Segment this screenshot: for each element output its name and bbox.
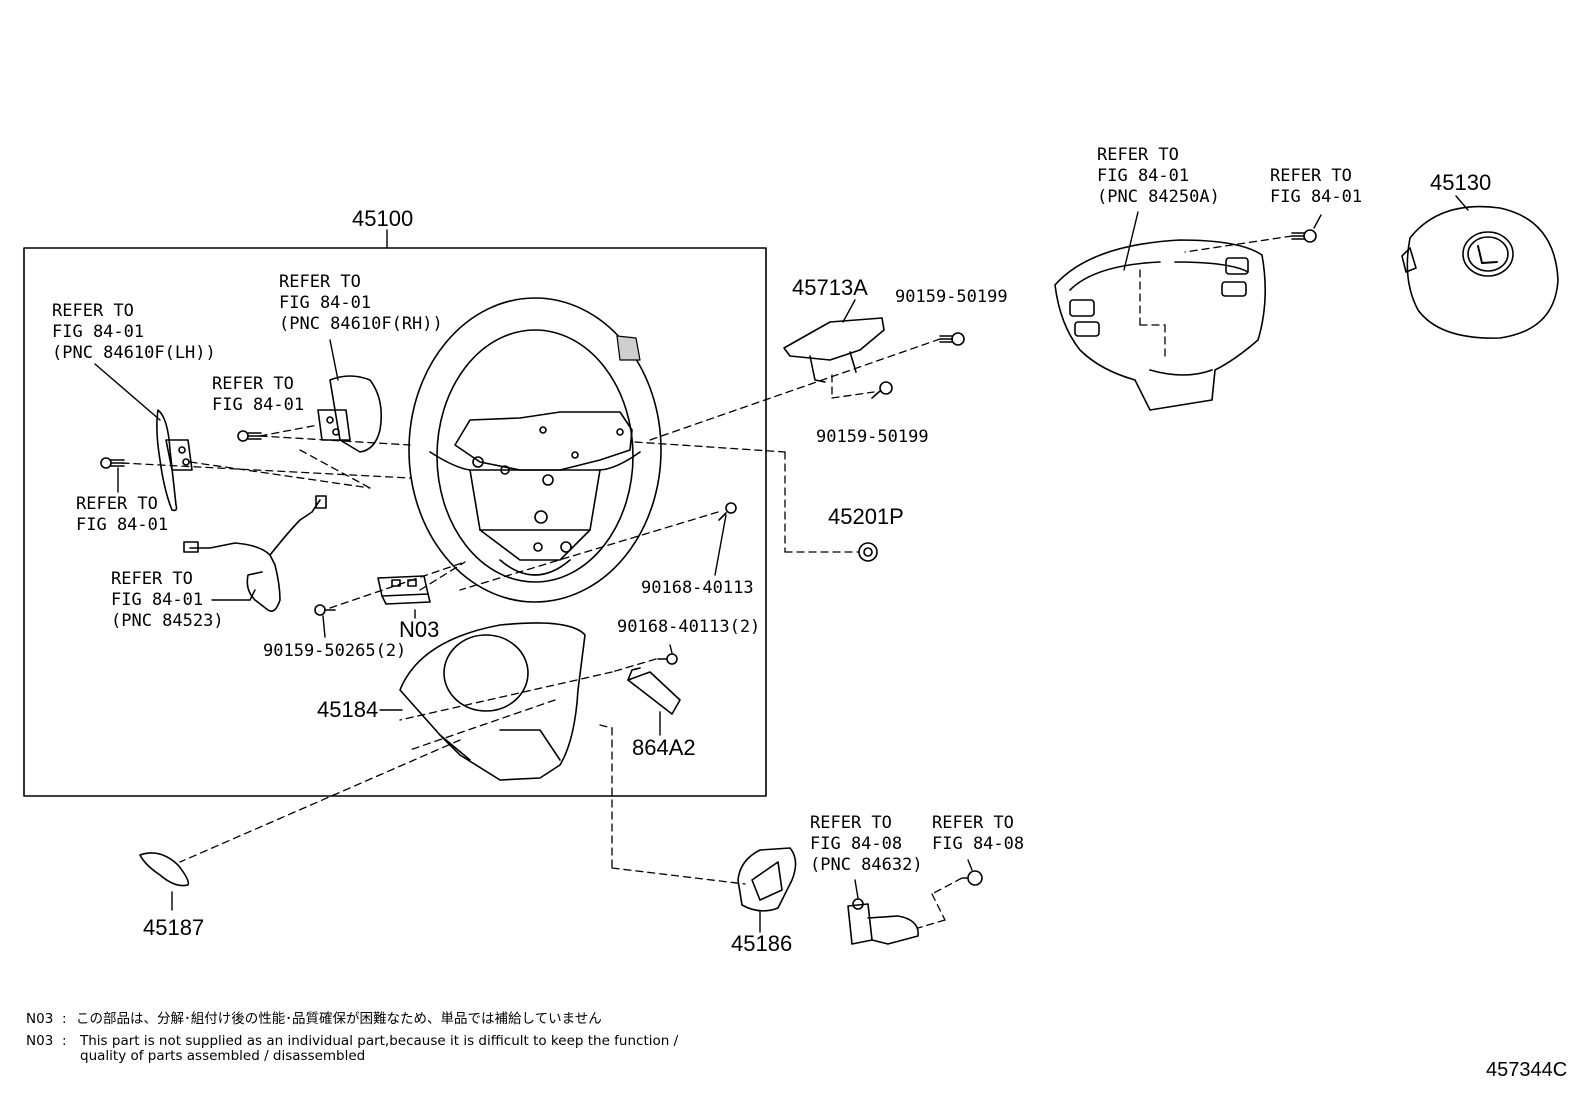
part-number-45187: 45187 [143,915,205,940]
refer-line: REFER TO [1097,145,1179,165]
n03-switch-illustration [377,575,431,605]
part-number-45201p: 45201P [828,504,904,529]
note-separator: : [62,1033,67,1049]
refer-line: (PNC 84610F(LH)) [52,343,216,363]
refer-line: (PNC 84610F(RH)) [279,314,443,334]
refer-block-bolt-left: REFER TO FIG 84-01 [76,494,168,536]
refer-block-lower-switch: REFER TO FIG 84-08 (PNC 84632) [810,813,923,876]
lower-switch-84632-illustration [847,898,919,945]
refer-line: REFER TO [810,813,892,833]
note-n03-en-line2: quality of parts assembled / disassemble… [80,1048,366,1064]
figure-id: 457344C [1486,1059,1568,1081]
refer-block-switch-assy: REFER TO FIG 84-01 (PNC 84250A) [1097,145,1220,208]
refer-line: REFER TO [1270,166,1352,186]
refer-line: FIG 84-08 [810,834,903,854]
part-45187-illustration [139,852,190,887]
refer-line: FIG 84-01 [1270,187,1363,207]
refer-block-rh-paddle: REFER TO FIG 84-01 (PNC 84610F(RH)) [279,272,443,335]
part-number-45184: 45184 [317,697,379,722]
wire-harness-illustration [183,495,327,613]
part-864a2-illustration [627,667,681,715]
refer-line: FIG 84-01 [212,395,305,415]
part-number-45713a: 45713A [792,275,868,300]
refer-block-switch-bolt: REFER TO FIG 84-01 [1270,166,1362,208]
refer-line: (PNC 84250A) [1097,187,1220,207]
fastener-label-90168-40113-2: 90168-40113(2) [617,617,761,637]
refer-line: REFER TO [111,569,193,589]
note-n03-jp-code: N03 [26,1011,54,1027]
refer-line: REFER TO [212,374,294,394]
leader-lines [94,195,1469,933]
note-separator: : [62,1011,67,1027]
refer-line: FIG 84-01 [76,515,169,535]
refer-block-lh-paddle: REFER TO FIG 84-01 (PNC 84610F(LH)) [52,301,216,364]
refer-line: REFER TO [932,813,1014,833]
refer-line: FIG 84-08 [932,834,1025,854]
steering-wheel-illustration [408,297,662,603]
refer-line: REFER TO [279,272,361,292]
bracket-45713a-illustration [783,317,885,383]
refer-block-lower-bolt: REFER TO FIG 84-08 [932,813,1024,855]
part-number-45100: 45100 [352,206,414,231]
part-number-45186: 45186 [731,931,793,956]
rh-paddle-shifter-illustration [317,375,383,453]
refer-line: FIG 84-01 [279,293,372,313]
fastener-label-90159-50199-lower: 90159-50199 [816,427,929,447]
lower-cover-45184-illustration [399,622,586,781]
refer-line: (PNC 84632) [810,855,923,875]
fastener-label-90168-40113: 90168-40113 [641,578,754,598]
note-n03-en-line1: This part is not supplied as an individu… [80,1033,679,1049]
part-number-45130: 45130 [1430,170,1492,195]
refer-line: REFER TO [76,494,158,514]
refer-block-bolt-upper: REFER TO FIG 84-01 [212,374,304,416]
refer-line: FIG 84-01 [52,322,145,342]
refer-line: FIG 84-01 [111,590,204,610]
note-n03-en-code: N03 [26,1033,54,1049]
part-number-n03: N03 [399,617,440,642]
refer-line: FIG 84-01 [1097,166,1190,186]
fastener-label-90159-50265-2: 90159-50265(2) [263,641,407,661]
dashed-connector-lines [121,235,1293,929]
assembly-box-45100 [23,247,767,797]
refer-line: REFER TO [52,301,134,321]
note-n03-jp-text: この部品は、分解･組付け後の性能･品質確保が困難なため、単品では補給していません [76,1011,602,1027]
lh-paddle-shifter-illustration [156,409,193,512]
bolt-icons [100,229,1317,886]
refer-block-harness: REFER TO FIG 84-01 (PNC 84523) [111,569,224,632]
part-number-864a2: 864A2 [632,735,696,760]
airbag-45130-illustration [1401,205,1559,339]
part-45186-illustration [737,847,797,912]
switch-assembly-84250a-illustration [1054,239,1266,411]
refer-line: (PNC 84523) [111,611,224,631]
fastener-label-90159-50199-upper: 90159-50199 [895,287,1008,307]
